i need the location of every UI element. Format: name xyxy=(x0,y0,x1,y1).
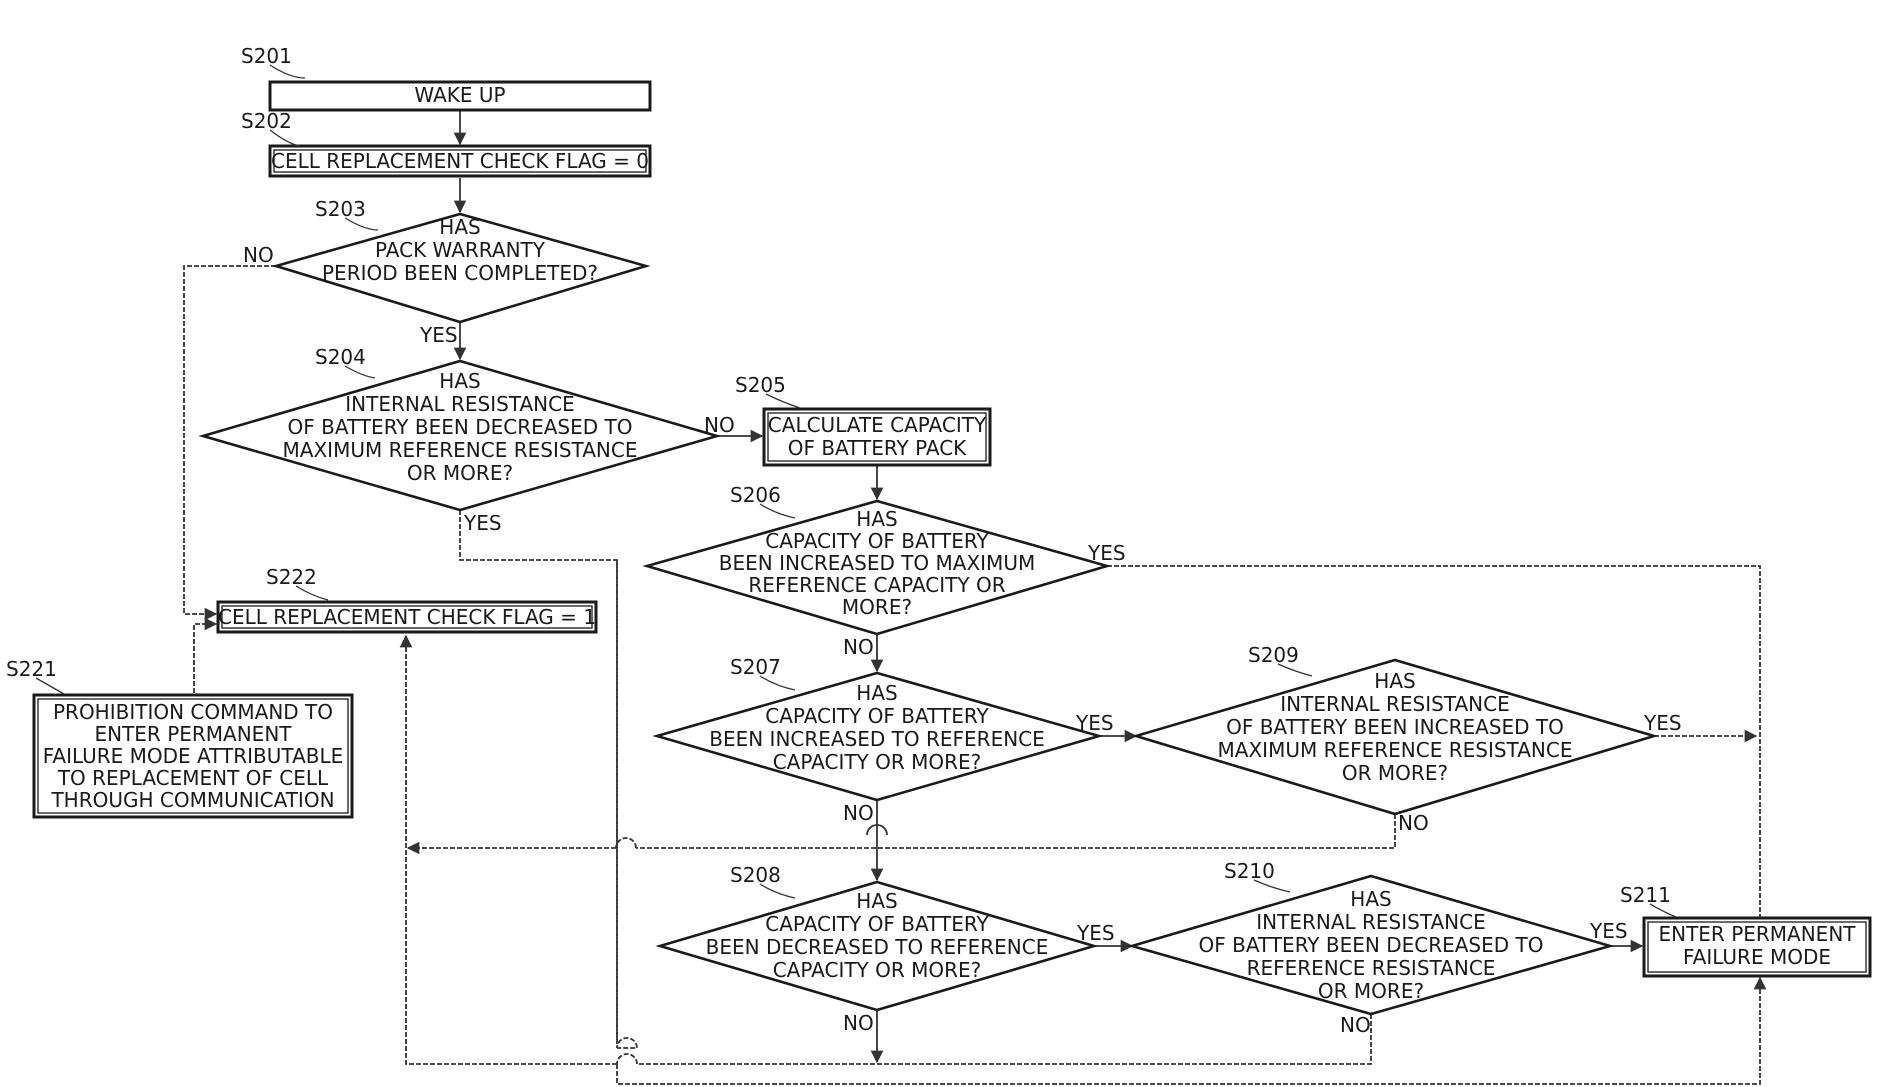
step-s205: CALCULATE CAPACITY OF BATTERY PACK S205 xyxy=(735,373,990,465)
branch-label-yes: YES xyxy=(1589,919,1628,943)
node-text: REFERENCE RESISTANCE xyxy=(1247,956,1496,980)
node-text: BEEN INCREASED TO REFERENCE xyxy=(709,727,1045,751)
edge-s210-no xyxy=(637,1014,1371,1064)
step-label: S201 xyxy=(241,44,292,68)
edge-s221-s222 xyxy=(194,624,216,693)
step-s208: HAS CAPACITY OF BATTERY BEEN DECREASED T… xyxy=(660,863,1115,1035)
step-s207: HAS CAPACITY OF BATTERY BEEN INCREASED T… xyxy=(657,655,1114,825)
node-text: CELL REPLACEMENT CHECK FLAG = 0 xyxy=(271,149,649,173)
node-text: HAS xyxy=(439,215,480,239)
node-text: OF BATTERY BEEN DECREASED TO xyxy=(288,415,633,439)
node-text: INTERNAL RESISTANCE xyxy=(1256,910,1485,934)
branch-label-no: NO xyxy=(843,801,874,825)
branch-label-no: NO xyxy=(1340,1013,1371,1037)
step-label: S204 xyxy=(315,345,366,369)
branch-label-yes: YES xyxy=(419,323,458,347)
step-s201: WAKE UP S201 xyxy=(241,44,650,110)
node-text: WAKE UP xyxy=(414,83,505,107)
node-text: HAS xyxy=(1350,887,1391,911)
node-text: HAS xyxy=(439,369,480,393)
node-text: HAS xyxy=(856,507,897,531)
step-label: S210 xyxy=(1224,859,1275,883)
node-text: OR MORE? xyxy=(1318,979,1424,1003)
node-text: ENTER PERMANENT xyxy=(1658,922,1856,946)
node-text: CAPACITY OF BATTERY xyxy=(765,529,989,553)
node-text: CAPACITY OR MORE? xyxy=(773,750,982,774)
branch-label-no: NO xyxy=(843,1011,874,1035)
node-text: CAPACITY OF BATTERY xyxy=(765,912,989,936)
node-text: TO REPLACEMENT OF CELL xyxy=(57,766,329,790)
branch-label-yes: YES xyxy=(1076,921,1115,945)
node-text: CELL REPLACEMENT CHECK FLAG = 1 xyxy=(218,605,596,629)
node-text: REFERENCE CAPACITY OR xyxy=(748,573,1005,597)
node-text: OR MORE? xyxy=(1342,761,1448,785)
step-label: S221 xyxy=(6,657,57,681)
step-label: S209 xyxy=(1248,643,1299,667)
edge-s210-no-hop xyxy=(617,1054,637,1064)
node-text: CAPACITY OF BATTERY xyxy=(765,704,989,728)
step-label: S206 xyxy=(730,483,781,507)
node-text: FAILURE MODE xyxy=(1683,945,1831,969)
step-s221: PROHIBITION COMMAND TO ENTER PERMANENT F… xyxy=(6,657,352,817)
node-text: HAS xyxy=(1374,669,1415,693)
node-text: OF BATTERY PACK xyxy=(788,436,967,460)
step-s209: HAS INTERNAL RESISTANCE OF BATTERY BEEN … xyxy=(1136,643,1682,835)
branch-label-yes: YES xyxy=(1087,541,1126,565)
step-label: S208 xyxy=(730,863,781,887)
node-text: FAILURE MODE ATTRIBUTABLE xyxy=(43,744,344,768)
step-s204: HAS INTERNAL RESISTANCE OF BATTERY BEEN … xyxy=(203,345,735,535)
branch-label-yes: YES xyxy=(463,511,502,535)
node-text: CALCULATE CAPACITY xyxy=(768,413,987,437)
branch-label-no: NO xyxy=(243,243,274,267)
step-label: S203 xyxy=(315,197,366,221)
step-label: S222 xyxy=(266,565,317,589)
step-s202: CELL REPLACEMENT CHECK FLAG = 0 S202 xyxy=(241,109,650,176)
step-s211: ENTER PERMANENT FAILURE MODE S211 xyxy=(1620,883,1870,976)
node-text: THROUGH COMMUNICATION xyxy=(50,788,334,812)
step-label: S205 xyxy=(735,373,786,397)
node-text: BEEN DECREASED TO REFERENCE xyxy=(706,935,1049,959)
step-s203: HAS PACK WARRANTY PERIOD BEEN COMPLETED?… xyxy=(243,197,646,347)
branch-label-yes: YES xyxy=(1643,711,1682,735)
step-s222: CELL REPLACEMENT CHECK FLAG = 1 S222 xyxy=(218,565,596,632)
edge-s204-yes xyxy=(460,510,637,1048)
edge-s204-yes-s211 xyxy=(617,978,1760,1084)
branch-label-no: NO xyxy=(704,413,735,437)
node-text: OF BATTERY BEEN DECREASED TO xyxy=(1199,933,1544,957)
node-text: INTERNAL RESISTANCE xyxy=(1280,692,1509,716)
node-text: CAPACITY OR MORE? xyxy=(773,958,982,982)
edge-s209-no-hop xyxy=(616,838,636,848)
node-text: MORE? xyxy=(842,595,912,619)
step-label: S207 xyxy=(730,655,781,679)
node-text: MAXIMUM REFERENCE RESISTANCE xyxy=(1218,738,1573,762)
branch-label-no: NO xyxy=(843,635,874,659)
node-text: BEEN INCREASED TO MAXIMUM xyxy=(719,551,1035,575)
edge-return-s222 xyxy=(406,636,617,1064)
step-s206: HAS CAPACITY OF BATTERY BEEN INCREASED T… xyxy=(647,483,1126,659)
node-text: ENTER PERMANENT xyxy=(94,722,292,746)
node-text: PROHIBITION COMMAND TO xyxy=(53,700,333,724)
node-text: OF BATTERY BEEN INCREASED TO xyxy=(1226,715,1564,739)
edge-s209-no xyxy=(636,814,1395,848)
step-label: S211 xyxy=(1620,883,1671,907)
node-text: MAXIMUM REFERENCE RESISTANCE xyxy=(283,438,638,462)
step-s210: HAS INTERNAL RESISTANCE OF BATTERY BEEN … xyxy=(1132,859,1628,1037)
node-text: OR MORE? xyxy=(407,461,513,485)
node-text: PERIOD BEEN COMPLETED? xyxy=(322,261,598,285)
branch-label-no: NO xyxy=(1398,811,1429,835)
node-text: PACK WARRANTY xyxy=(375,238,546,262)
branch-label-yes: YES xyxy=(1075,711,1114,735)
node-text: HAS xyxy=(856,681,897,705)
node-text: INTERNAL RESISTANCE xyxy=(345,392,574,416)
step-label: S202 xyxy=(241,109,292,133)
node-text: HAS xyxy=(856,889,897,913)
